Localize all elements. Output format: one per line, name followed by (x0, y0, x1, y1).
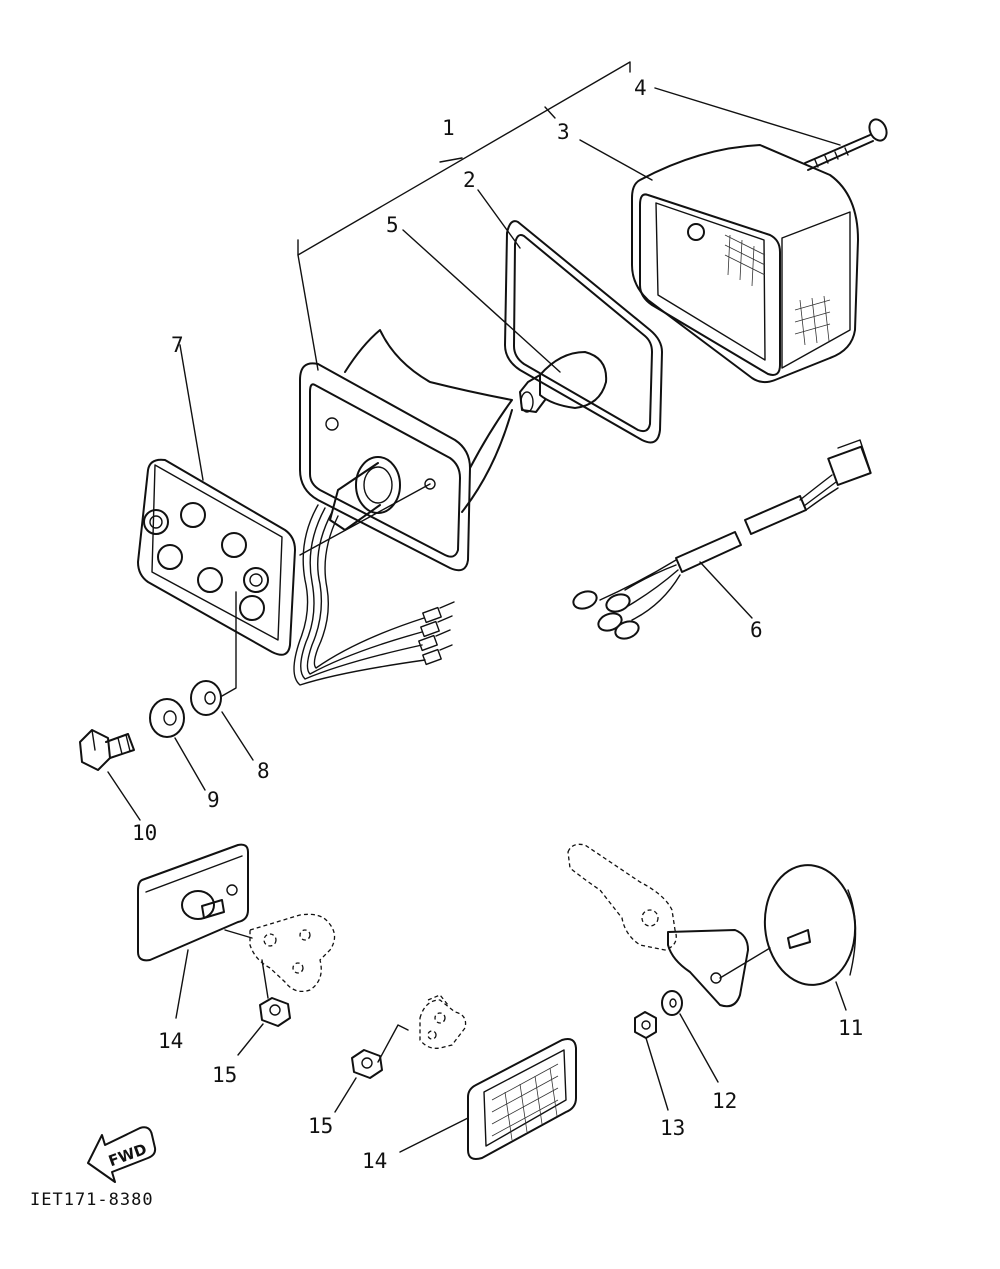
bulb-part-5 (402, 229, 608, 413)
label-part-14-center: 14 (362, 1149, 387, 1173)
bolt-part-10 (79, 729, 141, 821)
bracket-right (567, 843, 771, 1008)
label-part-12: 12 (712, 1089, 737, 1113)
nut-part-13 (634, 1011, 669, 1111)
lens-part-3 (579, 139, 859, 384)
drawing-code: IET171-8380 (30, 1190, 154, 1210)
screw-part-4 (654, 87, 888, 171)
part-number-labels: 1 2 3 4 5 6 7 8 9 10 11 12 13 14 14 15 1… (132, 76, 863, 1173)
nut-part-15-left (237, 997, 291, 1056)
label-part-7: 7 (171, 333, 184, 357)
reflector-part-14-left (137, 843, 249, 1019)
label-part-14-left: 14 (158, 1029, 183, 1053)
nut-part-15-center (334, 1049, 383, 1113)
label-part-6: 6 (750, 618, 763, 642)
housing-wires (293, 504, 455, 686)
label-part-15-center: 15 (308, 1114, 333, 1138)
lamp-housing (299, 329, 513, 572)
label-part-15-left: 15 (212, 1063, 237, 1087)
label-part-8: 8 (257, 759, 270, 783)
label-part-9: 9 (207, 788, 220, 812)
bracket-left (224, 913, 336, 999)
gasket-part-2 (477, 189, 663, 444)
label-part-13: 13 (660, 1116, 685, 1140)
label-part-1: 1 (442, 116, 455, 140)
label-part-5: 5 (386, 213, 399, 237)
label-part-11: 11 (838, 1016, 863, 1040)
reflector-part-11 (763, 864, 857, 1011)
plate-part-7 (137, 344, 296, 656)
label-part-4: 4 (634, 76, 647, 100)
bracket-center (377, 994, 467, 1063)
washer-part-9 (149, 698, 206, 791)
label-part-3: 3 (557, 120, 570, 144)
wire-harness-part-6 (572, 439, 872, 640)
reflector-part-14-center (399, 1038, 577, 1160)
forward-arrow-icon: FWD (87, 1126, 157, 1183)
assembly-bracket-lines (297, 61, 631, 371)
washer-part-12 (661, 990, 719, 1083)
washer-part-8 (190, 591, 254, 761)
label-part-2: 2 (463, 168, 476, 192)
label-part-10: 10 (132, 821, 157, 845)
